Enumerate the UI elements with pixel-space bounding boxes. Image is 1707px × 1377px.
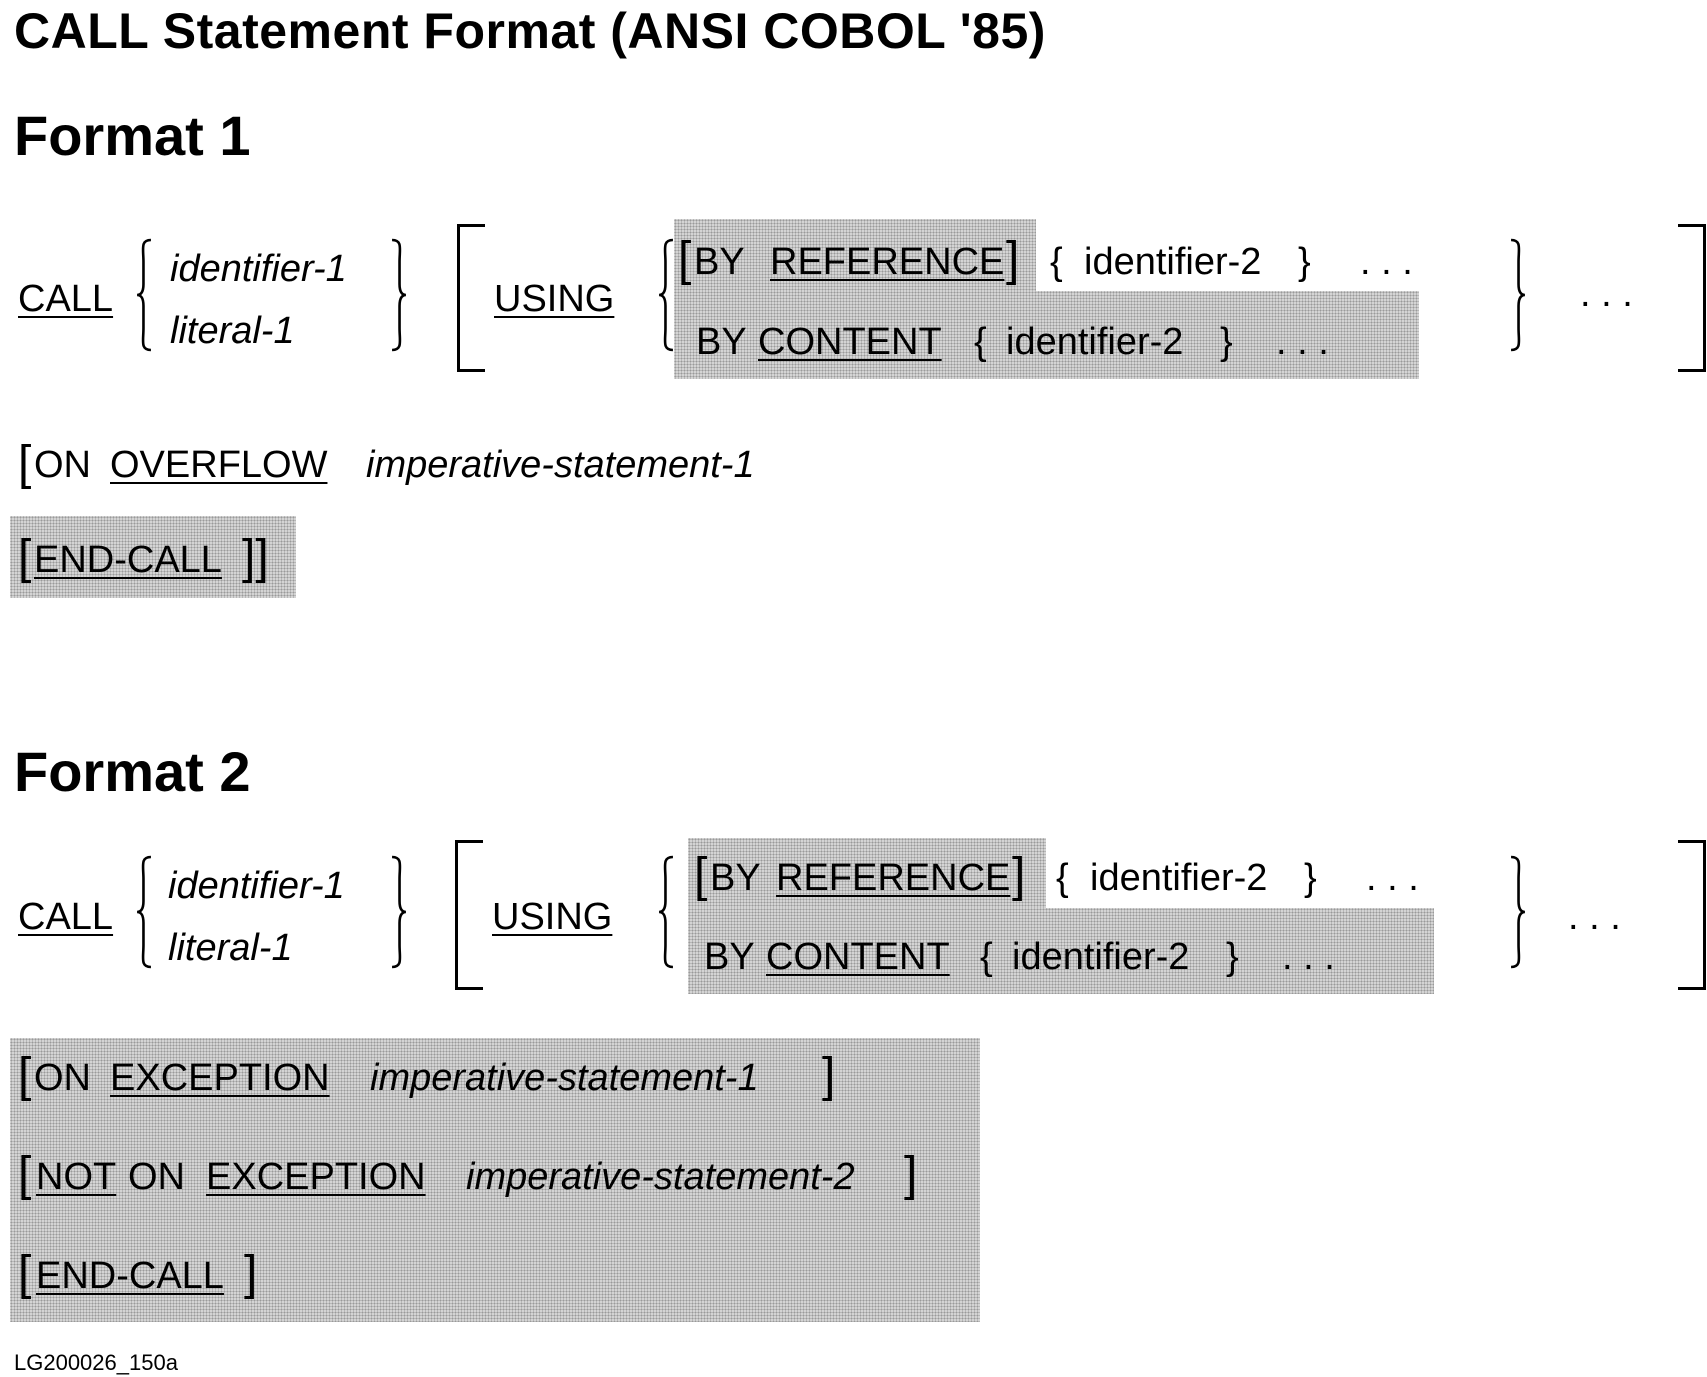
format1-bracket-close-ref: ] [1006, 233, 1020, 286]
format2-exception-keyword-2: EXCEPTION [206, 1156, 426, 1198]
format2-content-keyword: CONTENT [766, 936, 950, 978]
format1-bracket-open-overflow: [ [18, 437, 32, 490]
format2-identifier-1: identifier-1 [168, 865, 345, 907]
format2-imperative-statement-1: imperative-statement-1 [370, 1057, 759, 1099]
format1-reference-keyword: REFERENCE [770, 241, 1005, 283]
format2-on-keyword-2: ON [128, 1156, 185, 1198]
format2-identifier-2b: identifier-2 [1012, 936, 1190, 978]
format1-shade-content [674, 291, 1419, 379]
format1-on-keyword: ON [34, 444, 91, 486]
format2-ellipsis-c: . . . [1568, 896, 1621, 938]
format1-right-brace-1 [390, 238, 408, 352]
format1-brace-open-id2b: { [974, 321, 987, 363]
format1-call-keyword: CALL [18, 278, 114, 320]
format2-bracket-close-not-exception: ] [904, 1148, 918, 1201]
format1-brace-close-id2b: } [1220, 321, 1233, 363]
format2-exception-keyword-1: EXCEPTION [110, 1057, 330, 1099]
format1-bracket-open-ref: [ [678, 233, 692, 286]
format2-right-brace-2 [1509, 855, 1527, 969]
format2-by-2: BY [704, 936, 755, 978]
format1-bracket-open-endcall: [ [18, 531, 32, 584]
format2-reference-keyword: REFERENCE [776, 857, 1011, 899]
format1-shade-using [674, 219, 1036, 291]
format1-right-brace-2 [1509, 238, 1527, 352]
format1-left-brace-1 [135, 238, 153, 352]
format2-by-1: BY [710, 857, 761, 899]
page-title: CALL Statement Format (ANSI COBOL '85) [14, 3, 1046, 59]
format2-bracket-open-ref: [ [694, 849, 708, 902]
format2-call-keyword: CALL [18, 896, 114, 938]
format2-shade-exception [10, 1038, 980, 1322]
format1-shade-endcall [10, 516, 296, 598]
format1-ellipsis-b: . . . [1276, 321, 1329, 363]
format2-on-keyword-1: ON [34, 1057, 91, 1099]
format2-right-bracket-using [1678, 840, 1706, 990]
format2-heading: Format 2 [14, 740, 251, 803]
figure-code: LG200026_150a [14, 1350, 178, 1375]
format1-content-keyword: CONTENT [758, 321, 942, 363]
format1-ellipsis-c: . . . [1580, 273, 1633, 315]
format1-by-1: BY [694, 241, 745, 283]
format2-bracket-open-endcall: [ [18, 1247, 32, 1300]
format2-literal-1: literal-1 [168, 927, 293, 969]
format2-bracket-open-not-exception: [ [18, 1148, 32, 1201]
format2-brace-close-id2a: } [1304, 857, 1317, 899]
format2-left-brace-2 [657, 855, 675, 969]
format1-literal-1: literal-1 [170, 310, 295, 352]
format2-left-brace-1 [135, 855, 153, 969]
format1-identifier-2a: identifier-2 [1084, 241, 1262, 283]
format1-ellipsis-a: . . . [1360, 241, 1413, 283]
format1-overflow-keyword: OVERFLOW [110, 444, 328, 486]
format2-bracket-close-exception: ] [822, 1049, 836, 1102]
format2-not-keyword: NOT [36, 1156, 117, 1198]
format2-brace-close-id2b: } [1226, 936, 1239, 978]
format2-right-brace-1 [390, 855, 408, 969]
format2-bracket-close-ref: ] [1012, 849, 1026, 902]
format2-brace-open-id2b: { [980, 936, 993, 978]
format1-brace-close-id2a: } [1298, 241, 1311, 283]
format1-heading: Format 1 [14, 104, 251, 167]
format1-right-bracket-using [1678, 224, 1706, 372]
format1-left-brace-2 [657, 238, 675, 352]
format1-brace-open-id2a: { [1050, 241, 1063, 283]
format2-endcall-keyword: END-CALL [36, 1255, 224, 1297]
format1-endcall-keyword: END-CALL [34, 539, 222, 581]
format1-identifier-2b: identifier-2 [1006, 321, 1184, 363]
format1-bracket-close-endcall: ]] [242, 531, 269, 584]
format2-brace-open-id2a: { [1056, 857, 1069, 899]
format1-by-2: BY [696, 321, 747, 363]
format2-ellipsis-b: . . . [1282, 936, 1335, 978]
format2-imperative-statement-2: imperative-statement-2 [466, 1156, 855, 1198]
format1-identifier-1: identifier-1 [170, 248, 347, 290]
format1-left-bracket-using [457, 224, 485, 372]
format2-ellipsis-a: . . . [1366, 857, 1419, 899]
format2-bracket-open-exception: [ [18, 1049, 32, 1102]
format2-shade-using [688, 838, 1046, 908]
format2-using-keyword: USING [492, 896, 613, 938]
format2-shade-content [688, 908, 1434, 994]
format1-using-keyword: USING [494, 278, 615, 320]
format2-identifier-2a: identifier-2 [1090, 857, 1268, 899]
format2-bracket-close-endcall: ] [244, 1247, 258, 1300]
format1-imperative-statement-1: imperative-statement-1 [366, 444, 755, 486]
format2-left-bracket-using [455, 840, 483, 990]
